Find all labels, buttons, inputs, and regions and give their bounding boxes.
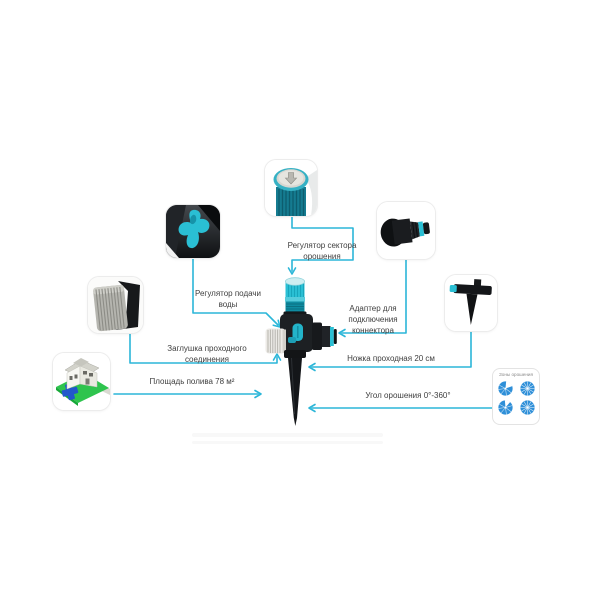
connector-outlet xyxy=(312,322,337,350)
callout-plug: Заглушка проходного соединения xyxy=(167,344,247,364)
house-watering-area-illustration xyxy=(53,353,110,410)
sector-315-icon xyxy=(497,400,513,415)
line-sector-regulator xyxy=(287,215,354,275)
sprinkler-body xyxy=(265,314,337,354)
pass-through-plug-photo xyxy=(88,277,143,333)
line-plug xyxy=(129,332,282,364)
faint-watermark-bar xyxy=(192,440,383,444)
sector-360-icon xyxy=(519,400,535,415)
callout-watering-area: Площадь полива 78 м² xyxy=(149,377,235,386)
irrigation-zones-panel: Зоны орошения xyxy=(492,368,540,425)
callout-adapter: Адаптер для подключения коннектора xyxy=(348,304,398,335)
sector-270-icon xyxy=(497,381,513,396)
ground-spike xyxy=(284,350,306,426)
ground-spike-photo xyxy=(445,275,497,331)
faint-watermark-bar xyxy=(192,433,383,437)
callout-watering-angle: Угол орошения 0°-360° xyxy=(365,391,451,400)
callout-water-regulator: Регулятор подачи воды xyxy=(194,289,262,309)
sprinkler-top-view-photo xyxy=(265,160,317,216)
callout-sector-regulator: Регулятор сектора орошения xyxy=(287,241,357,261)
house-icon xyxy=(64,358,100,390)
white-end-cap xyxy=(265,328,286,354)
line-watering-angle xyxy=(308,403,493,413)
zones-panel-title: Зоны орошения xyxy=(499,372,533,377)
line-spike-leg xyxy=(308,330,472,372)
line-adapter xyxy=(338,258,407,338)
sector-360-icon xyxy=(519,381,535,396)
direction-arrow-glyph xyxy=(284,172,298,185)
hose-connector-adapter-photo xyxy=(377,202,435,259)
callout-spike-leg: Ножка проходная 20 см xyxy=(347,354,435,363)
sprinkler-head xyxy=(283,277,307,316)
water-flow-lever-photo xyxy=(166,205,220,258)
zones-icon-grid xyxy=(497,381,535,415)
connector-lines xyxy=(113,215,493,413)
product-sprinkler xyxy=(265,277,337,426)
line-watering-area xyxy=(113,389,262,399)
